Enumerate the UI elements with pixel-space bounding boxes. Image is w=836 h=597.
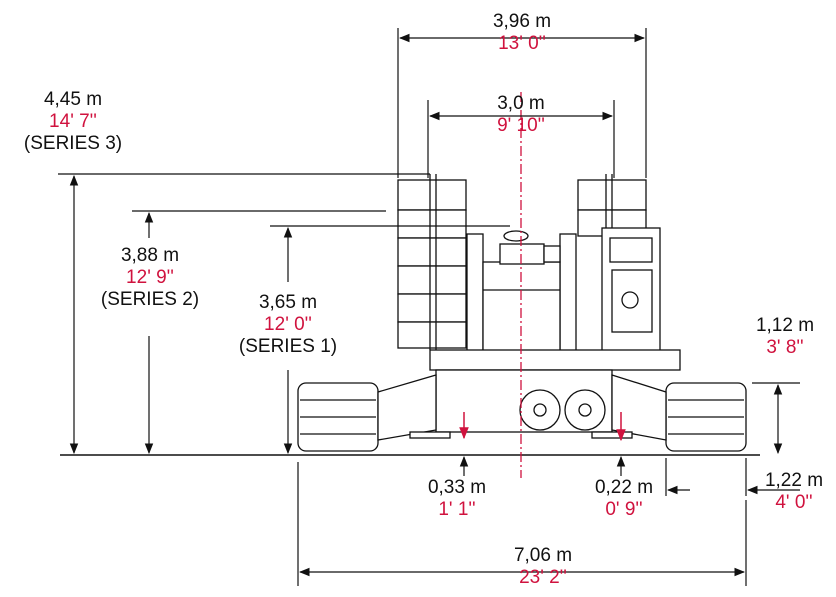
label-overall-width-bottom: 7,06 m 23' 2'' [514,545,572,589]
imperial-value: 23' 2'' [519,567,567,588]
imperial-value: 13' 0'' [498,33,546,54]
imperial-value: 4' 0'' [775,492,813,513]
right-counterweight-stack [577,174,647,237]
left-track [297,374,437,452]
right-jack-pad [591,431,633,439]
label-right-clearance: 0,22 m 0' 9'' [595,477,653,521]
dim-inner-width [427,100,615,178]
series-note: (SERIES 1) [238,336,338,357]
dim-overall-width-bottom [297,462,747,586]
imperial-value: 3' 8'' [766,337,804,358]
dim-height-series3 [58,173,430,455]
dim-track-height [752,382,800,455]
label-inner-width: 3,0 m 9' 10'' [497,93,545,137]
label-track-height: 1,12 m 3' 8'' [756,315,814,359]
imperial-value: 0' 9'' [605,499,643,520]
crane-body [297,174,747,452]
dim-height-series1 [270,225,510,455]
label-left-clearance: 0,33 m 1' 1'' [428,477,486,521]
dim-track-shoe-width [665,458,800,496]
metric-value: 7,06 m [513,545,573,566]
operator-cab [601,227,661,357]
metric-value: 0,22 m [594,477,654,498]
dim-height-series2 [132,210,386,455]
left-jack-pad [409,431,451,439]
right-track [611,374,747,452]
metric-value: 3,96 m [492,11,552,32]
label-height-series3: 4,45 m 14' 7'' (SERIES 3) [24,89,122,155]
imperial-value: 14' 7'' [49,111,97,132]
metric-value: 0,33 m [427,477,487,498]
upper-frame [429,349,681,371]
imperial-value: 12' 0'' [264,314,312,335]
metric-value: 1,12 m [755,315,815,336]
metric-value: 1,22 m [764,470,824,491]
imperial-value: 1' 1'' [438,499,476,520]
series-note: (SERIES 3) [23,133,123,154]
label-overall-width-top: 3,96 m 13' 0'' [493,11,551,55]
label-height-series2: 3,88 m 12' 9'' (SERIES 2) [101,245,199,311]
label-height-series1: 3,65 m 12' 0'' (SERIES 1) [239,292,337,358]
dim-overall-width-top [397,28,647,178]
left-counterweight-stack [397,174,467,350]
label-track-shoe-width: 1,22 m 4' 0'' [765,470,823,514]
metric-value: 3,65 m [258,292,318,313]
imperial-value: 9' 10'' [497,115,545,136]
metric-value: 3,88 m [120,245,180,266]
metric-value: 4,45 m [43,89,103,110]
series-note: (SERIES 2) [100,289,200,310]
metric-value: 3,0 m [497,93,545,114]
imperial-value: 12' 9'' [126,267,174,288]
